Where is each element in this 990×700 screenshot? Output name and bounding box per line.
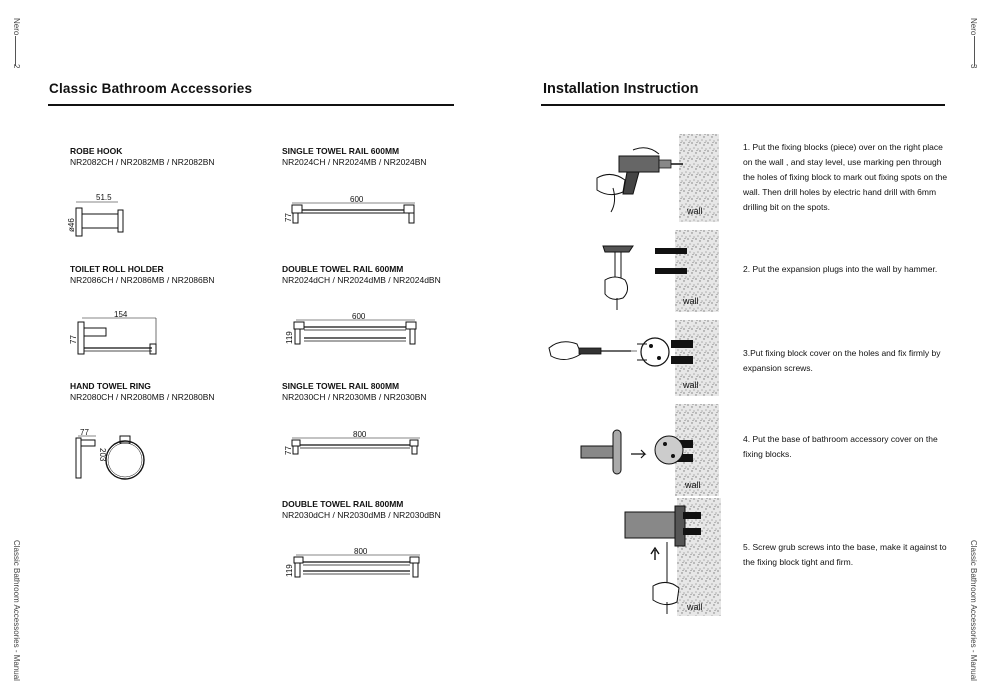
product-double-rail-600: DOUBLE TOWEL RAIL 600MM NR2024dCH / NR20… (282, 264, 441, 286)
product-double-rail-800: DOUBLE TOWEL RAIL 800MM NR2030dCH / NR20… (282, 499, 441, 521)
dim-label: 77 (80, 428, 89, 437)
step-4-text: 4. Put the base of bathroom accessory co… (743, 434, 938, 459)
product-single-rail-800: SINGLE TOWEL RAIL 800MM NR2030CH / NR203… (282, 381, 427, 403)
screwdriver-icon (548, 341, 637, 360)
dim-label: 600 (350, 195, 364, 204)
left-page: Nero 2 Classic Bathroom Accessories - Ma… (12, 18, 454, 681)
right-page: Nero 3 Classic Bathroom Accessories - Ma… (495, 0, 990, 700)
double-rail-800-drawing: 800 119 (282, 547, 428, 581)
step-1-illustration: wall (587, 134, 719, 227)
step-2-text: 2. Put the expansion plugs into the wall… (743, 264, 938, 274)
product-name: SINGLE TOWEL RAIL 800MM (282, 381, 400, 391)
dim-label: 203 (98, 448, 107, 462)
step-3-text: 3.Put fixing block cover on the holes an… (743, 348, 941, 373)
wall-label: wall (686, 206, 703, 216)
product-name: DOUBLE TOWEL RAIL 800MM (282, 499, 404, 509)
product-codes: NR2030CH / NR2030MB / NR2030BN (282, 392, 427, 402)
product-robe-hook: ROBE HOOK NR2082CH / NR2082MB / NR2082BN (70, 146, 215, 168)
robe-hook-drawing: 51.5 ø46 (66, 192, 136, 242)
dim-label: 154 (114, 310, 128, 319)
wall-label: wall (682, 296, 699, 306)
dim-label: ø46 (67, 218, 76, 232)
wall-label: wall (684, 480, 701, 490)
dim-label: 119 (285, 331, 294, 344)
step-5-illustration: wall (621, 498, 721, 621)
single-rail-800-drawing: 800 77 (282, 430, 428, 460)
product-codes: NR2024dCH / NR2024dMB / NR2024dBN (282, 275, 441, 285)
page-number: 3 (969, 64, 978, 69)
wall-label: wall (686, 602, 703, 612)
double-rail-600-drawing: 600 119 (282, 312, 422, 348)
product-codes: NR2024CH / NR2024MB / NR2024BN (282, 157, 427, 167)
hammer-icon (602, 245, 634, 310)
side-label: Classic Bathroom Accessories - Manual (969, 540, 978, 681)
page-tick (15, 36, 16, 66)
step-3-illustration: wall (547, 320, 719, 401)
step-2-illustration: wall (599, 230, 719, 317)
product-hand-towel-ring: HAND TOWEL RING NR2080CH / NR2080MB / NR… (70, 381, 215, 403)
accessory-base-icon (580, 429, 622, 475)
page-title: Installation Instruction (543, 81, 699, 97)
title-divider (541, 104, 945, 106)
page-title: Classic Bathroom Accessories (49, 81, 253, 96)
dim-label: 51.5 (96, 193, 112, 202)
single-rail-600-drawing: 600 77 (282, 194, 422, 228)
product-name: SINGLE TOWEL RAIL 600MM (282, 146, 400, 156)
step-1-text: 1. Put the fixing blocks (piece) over on… (743, 142, 948, 212)
product-name: DOUBLE TOWEL RAIL 600MM (282, 264, 404, 274)
drill-icon (596, 147, 683, 213)
grub-screw-icon (652, 542, 680, 614)
hand-towel-ring-drawing: 77 203 (70, 426, 160, 482)
product-name: TOILET ROLL HOLDER (70, 264, 164, 274)
brand-label: Nero (969, 18, 978, 36)
page-tick (974, 36, 975, 66)
title-divider (48, 104, 454, 106)
product-toilet-roll-holder: TOILET ROLL HOLDER NR2086CH / NR2086MB /… (70, 264, 215, 286)
dim-label: 800 (353, 430, 367, 439)
dim-label: 800 (354, 547, 368, 556)
dim-label: 77 (284, 446, 293, 455)
product-codes: NR2080CH / NR2080MB / NR2080BN (70, 392, 215, 402)
dim-label: 600 (352, 312, 366, 321)
dim-label: 119 (285, 564, 294, 577)
page-number: 2 (12, 64, 21, 69)
dim-label: 77 (69, 335, 78, 344)
product-name: HAND TOWEL RING (70, 381, 151, 391)
product-name: ROBE HOOK (70, 146, 123, 156)
step-4-illustration: wall (575, 404, 719, 501)
side-label: Classic Bathroom Accessories - Manual (12, 540, 21, 681)
product-codes: NR2082CH / NR2082MB / NR2082BN (70, 157, 215, 167)
brand-label: Nero (12, 18, 21, 36)
product-codes: NR2086CH / NR2086MB / NR2086BN (70, 275, 215, 285)
product-single-rail-600: SINGLE TOWEL RAIL 600MM NR2024CH / NR202… (282, 146, 427, 168)
step-5-text: 5. Screw grub screws into the base, make… (743, 542, 947, 567)
toilet-roll-holder-drawing: 154 77 (66, 310, 166, 360)
dim-label: 77 (284, 213, 293, 222)
product-codes: NR2030dCH / NR2030dMB / NR2030dBN (282, 510, 441, 520)
wall-label: wall (682, 380, 699, 390)
